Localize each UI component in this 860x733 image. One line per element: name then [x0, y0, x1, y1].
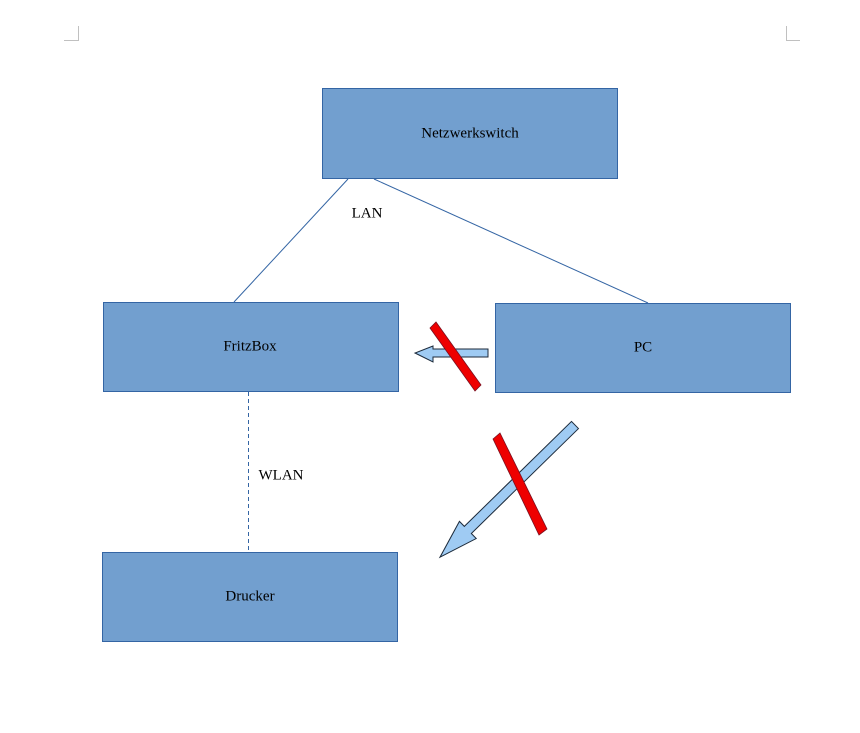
lan-link-switch-fritzbox	[233, 178, 349, 303]
blocked-cross-icon	[429, 321, 482, 392]
arrow-pc-to-printer	[438, 420, 580, 559]
node-pc-label: PC	[634, 339, 652, 355]
node-printer-label: Drucker	[225, 588, 274, 604]
node-fritzbox[interactable]: FritzBox	[103, 302, 399, 392]
node-fritzbox-label: FritzBox	[223, 338, 277, 354]
node-switch-label: Netzwerkswitch	[421, 125, 519, 141]
node-switch[interactable]: Netzwerkswitch	[322, 88, 618, 179]
wlan-label: WLAN	[259, 467, 304, 483]
lan-label: LAN	[352, 205, 383, 221]
blocked-cross-icon	[492, 432, 548, 536]
page-crop-marks	[64, 26, 800, 41]
lan-link-switch-pc	[373, 178, 649, 304]
node-printer[interactable]: Drucker	[102, 552, 398, 642]
node-pc[interactable]: PC	[495, 303, 791, 393]
